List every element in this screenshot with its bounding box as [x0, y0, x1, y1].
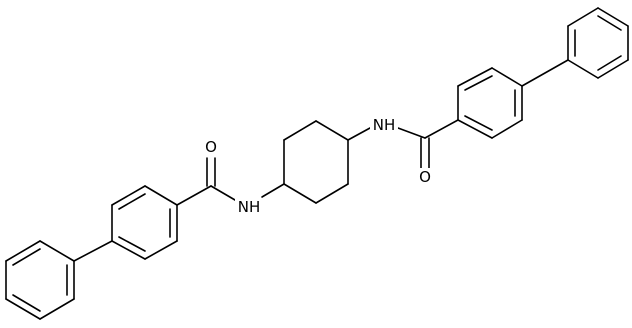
left-n-cyclohexyl-bond: [261, 183, 285, 198]
left-aryl-carbonyl-bond: [176, 185, 212, 206]
right-n-cyclohexyl-bond: [347, 127, 371, 141]
left-carbonyl-n-bond: [210, 185, 236, 201]
right-carbonyl-n-bond: [397, 127, 426, 139]
left-oxygen-label: O: [205, 138, 217, 156]
biaryl-bond-right: [521, 59, 569, 87]
right-oxygen-atom: O: [417, 168, 433, 186]
right-terminal-phenyl-ring: [567, 7, 629, 79]
right-amide-nh-label: NH: [373, 116, 396, 134]
right-aryl-carbonyl-bond: [424, 119, 459, 139]
right-phenylene-ring: [457, 67, 523, 139]
left-amide-nh-label: NH: [238, 198, 261, 216]
right-oxygen-label: O: [419, 168, 431, 186]
right-amide-nh-atom: NH: [370, 116, 398, 134]
cyclohexane-ring: [283, 120, 349, 204]
biaryl-bond-left: [73, 240, 113, 262]
left-terminal-phenyl-ring: [5, 240, 75, 320]
left-oxygen-atom: O: [203, 138, 219, 156]
left-amide-nh-atom: NH: [235, 198, 263, 216]
left-phenylene-ring: [111, 185, 178, 260]
bond-lines: [5, 7, 629, 320]
atom-labels: O NH NH O: [203, 116, 433, 216]
